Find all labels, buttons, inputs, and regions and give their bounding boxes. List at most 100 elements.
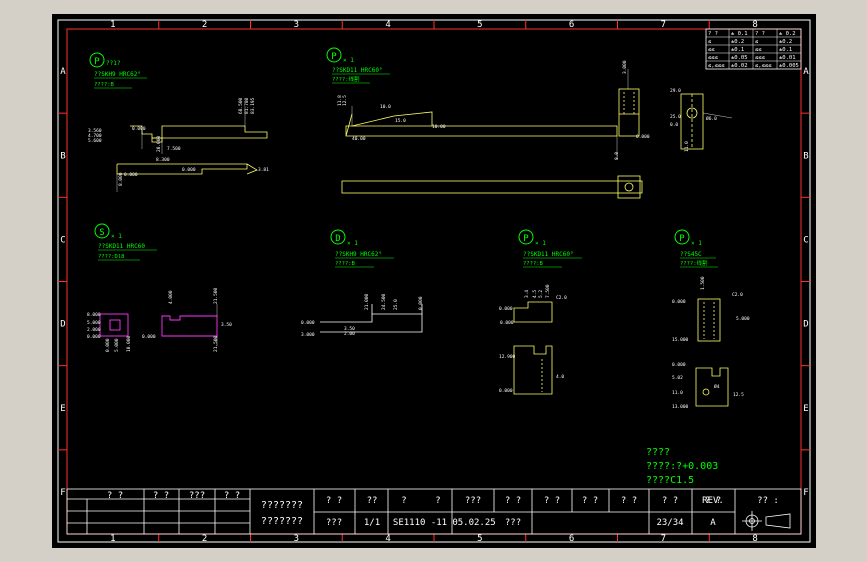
dimension-label: 3.50 [344, 326, 355, 332]
dimension-label: 40.00 [352, 136, 366, 142]
zone-row-right-B: B [803, 151, 808, 161]
dimension-label: 3.560 [88, 128, 102, 134]
dimension-label: 7.500 [545, 284, 551, 298]
dimension-label: 0.000 [182, 167, 196, 173]
tb-drawing-no: SE1110 -11 [393, 518, 447, 528]
tb-rev-label: REV. [702, 496, 724, 506]
dimension-label: 3.4 [524, 290, 530, 298]
part-2-qty: × 1 [343, 57, 354, 64]
dimension-label: 10.00 [432, 124, 446, 130]
dimension-label: Ø4 [714, 383, 720, 390]
part-3-qty: × 1 [111, 233, 122, 240]
part-3-treat: ????:Dl8 [98, 254, 125, 260]
part-3-mark: S [99, 228, 104, 238]
zone-col-top-4: 4 [385, 20, 390, 30]
general-notes: ???? ????:?+0.003 ????C1.5 [646, 447, 718, 486]
zone-col-top-2: 2 [202, 20, 207, 30]
dimension-label: 0.000 [672, 299, 686, 305]
zone-col-bottom-7: 7 [661, 534, 666, 544]
part-4-mark: D [335, 234, 340, 244]
dimension-label: 0.000 [499, 388, 513, 394]
zone-row-left-E: E [60, 404, 65, 414]
dimension-label: 8.000 [118, 172, 124, 186]
part-3-material: ??SKD11 HRC60 [98, 243, 145, 250]
dimension-label: 15.0 [395, 118, 406, 124]
dimension-label: 5.2 [538, 290, 544, 298]
tb-header-4: ? ? [224, 491, 240, 501]
dimension-label: 0.000 [499, 306, 513, 312]
dimension-label: 11.0 [684, 141, 690, 152]
dimension-label: 0.000 [142, 334, 156, 340]
dimension-label: 0.000 [301, 320, 315, 326]
part-1-treat: ????:B [94, 82, 115, 88]
dimension-label: 7.500 [167, 146, 181, 152]
dimension-label: 12.5 [342, 95, 348, 106]
part-6: P × 1 ??S45C ????:线割 0.00015.000C2.01.50… [672, 229, 750, 410]
dimension-label: 4.0 [556, 374, 564, 380]
tolerance-cell: ±0.1 [779, 47, 792, 53]
zone-row-right-D: D [803, 320, 808, 330]
zone-col-top-8: 8 [752, 20, 757, 30]
zone-col-top-5: 5 [477, 20, 482, 30]
dimension-label: 2.000 [87, 327, 101, 333]
part-2-material: ??SKD11 HRC60° [332, 67, 383, 74]
tolerance-cell: ±0.2 [731, 39, 744, 45]
tb-date: 05.02.25 [452, 518, 495, 528]
dimension-label: 0.000 [418, 296, 424, 310]
dimension-label: 21.500 [213, 287, 219, 304]
dimension-label: 15.000 [672, 337, 689, 343]
zone-col-bottom-4: 4 [385, 534, 390, 544]
part-5-qty: × 1 [535, 240, 546, 247]
tolerance-cell: ±0.02 [731, 63, 748, 69]
zone-row-left-A: A [60, 67, 66, 77]
zone-ticks [58, 20, 810, 542]
projection-symbol [742, 511, 791, 531]
tb-cell-2: ?? [367, 496, 378, 506]
tb-cell-3: ? [401, 496, 406, 506]
dimension-label: 0.000 [124, 172, 138, 178]
zone-col-bottom-5: 5 [477, 534, 482, 544]
dimension-label: 0.000 [132, 126, 146, 132]
part-5-material: ??SKD11 HRC60° [523, 251, 574, 258]
part-5-mark: P [523, 234, 529, 244]
part-4: D × 1 ??SKH9 HRC62° ????:B 0.0003.0003.5… [301, 229, 424, 338]
part-1-mark: P [94, 57, 100, 67]
note-title: ???? [646, 447, 670, 458]
tolerance-cell: ≤ [708, 39, 712, 45]
dimension-label: 2.00 [344, 331, 355, 337]
tolerance-cell: ≤,≤≤≤ [755, 63, 772, 69]
tb-cell-8: ? ? [582, 496, 598, 506]
dimension-label: 0.000 [87, 334, 101, 340]
dimension-label: C2.0 [556, 295, 567, 301]
dimension-label: 5.600 [88, 138, 102, 144]
tb-cell-1: ? ? [326, 496, 342, 506]
dimension-label: 3.50 [221, 322, 232, 328]
dimension-label: 68.500 [238, 97, 244, 114]
tolerance-cell: ≤,≤≤≤ [708, 63, 725, 69]
tb-cell-11: ? ? [705, 496, 721, 506]
dimension-label: 25.0 [393, 299, 399, 310]
dimension-label: 0.000 [500, 320, 514, 326]
dimension-label: Ø6.0 [706, 115, 717, 122]
dimension-label: 8.000 [87, 312, 101, 318]
part-6-material: ??S45C [680, 251, 702, 258]
dimension-label: 21.500 [213, 335, 219, 352]
part-4-material: ??SKH9 HRC62° [335, 251, 382, 258]
zone-row-right-E: E [803, 404, 808, 414]
tb-cell-5: ??? [465, 496, 481, 506]
tolerance-cell: ±0.01 [779, 55, 796, 61]
dimension-label: 3.81 [258, 167, 269, 173]
dimension-label: 4.700 [88, 133, 102, 139]
dimension-label: 11.0 [672, 390, 683, 396]
zone-row-right-C: C [803, 235, 808, 245]
part-1-qty: ??1? [106, 60, 121, 67]
inner-border [66, 28, 802, 535]
part-1: P ??1? ??SKH9 HRC62° ????:B [88, 52, 269, 192]
zone-col-bottom-3: 3 [294, 534, 299, 544]
tb-cell-7: ? ? [544, 496, 560, 506]
dimension-label: 5.02 [672, 375, 683, 381]
tb-label-b: ??????? [261, 516, 303, 527]
